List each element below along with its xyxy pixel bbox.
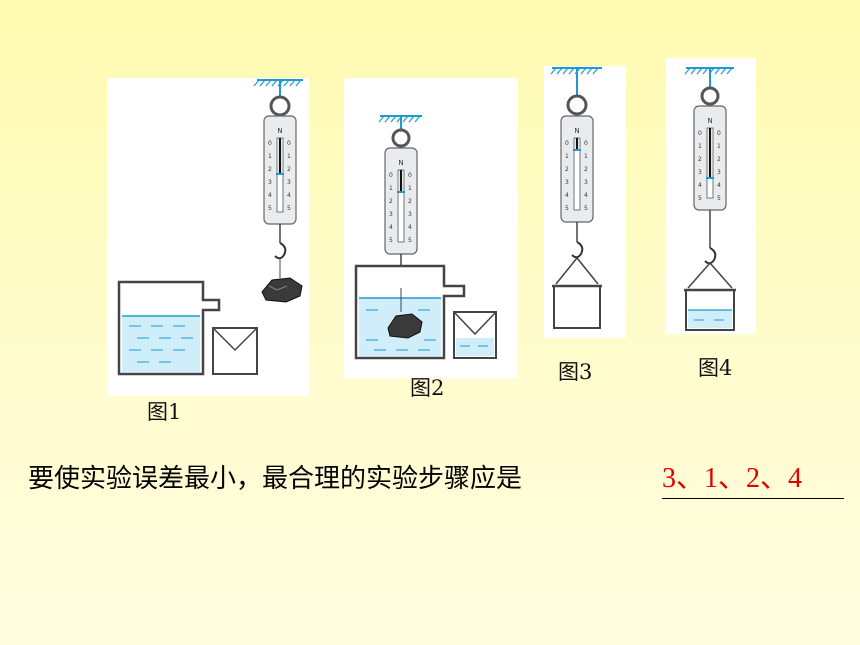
svg-text:2: 2 xyxy=(389,198,393,205)
scale-unit-label: N xyxy=(277,127,282,135)
svg-text:5: 5 xyxy=(717,195,721,202)
figure-2-panel: N 0 0 1 1 2 2 3 3 4 4 5 5 xyxy=(344,78,518,378)
svg-text:3: 3 xyxy=(698,169,702,176)
svg-text:0: 0 xyxy=(268,140,272,147)
svg-text:3: 3 xyxy=(287,179,291,186)
svg-text:2: 2 xyxy=(717,156,721,163)
figure-2-illustration: N 0 0 1 1 2 2 3 3 4 4 5 5 xyxy=(354,115,497,360)
svg-text:1: 1 xyxy=(287,153,291,160)
svg-text:0: 0 xyxy=(408,172,412,179)
svg-text:0: 0 xyxy=(565,140,569,147)
svg-text:2: 2 xyxy=(698,156,702,163)
figure-2-caption: 图2 xyxy=(410,376,445,400)
answer-text: 3、1、2、4 xyxy=(662,456,844,499)
svg-text:5: 5 xyxy=(389,237,393,244)
svg-text:1: 1 xyxy=(698,143,702,150)
figure-1-caption: 图1 xyxy=(147,400,182,424)
svg-text:0: 0 xyxy=(287,140,291,147)
svg-text:3: 3 xyxy=(584,179,588,186)
question-text: 要使实验误差最小，最合理的实验步骤应是 xyxy=(28,464,523,494)
svg-text:4: 4 xyxy=(565,192,569,199)
figure-3-caption: 图3 xyxy=(558,360,593,384)
svg-text:0: 0 xyxy=(584,140,588,147)
svg-text:4: 4 xyxy=(389,224,393,231)
svg-text:3: 3 xyxy=(717,169,721,176)
scale-unit-label: N xyxy=(707,117,712,125)
svg-text:4: 4 xyxy=(698,182,702,189)
scale-unit-label: N xyxy=(398,159,403,167)
svg-text:3: 3 xyxy=(408,211,412,218)
svg-text:0: 0 xyxy=(389,172,393,179)
svg-text:4: 4 xyxy=(408,224,412,231)
svg-text:1: 1 xyxy=(408,185,412,192)
svg-text:5: 5 xyxy=(698,195,702,202)
figure-1-illustration: N 0 0 1 1 2 2 3 3 4 4 5 5 xyxy=(117,79,303,376)
figure-4-panel: N 0 0 1 1 2 2 3 3 4 4 5 5 xyxy=(666,58,756,334)
svg-text:4: 4 xyxy=(584,192,588,199)
figure-4-illustration: N 0 0 1 1 2 2 3 3 4 4 5 5 xyxy=(684,67,736,331)
figure-4-caption: 图4 xyxy=(698,356,733,380)
svg-text:1: 1 xyxy=(565,153,569,160)
svg-text:2: 2 xyxy=(268,166,272,173)
svg-text:2: 2 xyxy=(565,166,569,173)
scale-unit-label: N xyxy=(574,127,579,135)
svg-text:0: 0 xyxy=(698,130,702,137)
svg-text:1: 1 xyxy=(268,153,272,160)
svg-text:2: 2 xyxy=(408,198,412,205)
svg-text:3: 3 xyxy=(389,211,393,218)
svg-text:5: 5 xyxy=(565,205,569,212)
figure-3-illustration: N 0 0 1 1 2 2 3 3 4 4 5 5 xyxy=(550,67,602,329)
svg-text:4: 4 xyxy=(717,182,721,189)
svg-text:4: 4 xyxy=(287,192,291,199)
svg-text:3: 3 xyxy=(268,179,272,186)
svg-text:5: 5 xyxy=(584,205,588,212)
svg-text:2: 2 xyxy=(287,166,291,173)
figure-1-panel: N 0 0 1 1 2 2 3 3 4 4 5 5 xyxy=(107,78,309,396)
svg-text:1: 1 xyxy=(389,185,393,192)
figure-3-panel: N 0 0 1 1 2 2 3 3 4 4 5 5 xyxy=(544,66,626,338)
svg-text:3: 3 xyxy=(565,179,569,186)
svg-text:1: 1 xyxy=(584,153,588,160)
svg-text:5: 5 xyxy=(408,237,412,244)
svg-text:4: 4 xyxy=(268,192,272,199)
svg-text:5: 5 xyxy=(287,205,291,212)
svg-text:2: 2 xyxy=(584,166,588,173)
svg-text:0: 0 xyxy=(717,130,721,137)
svg-text:1: 1 xyxy=(717,143,721,150)
svg-text:5: 5 xyxy=(268,205,272,212)
